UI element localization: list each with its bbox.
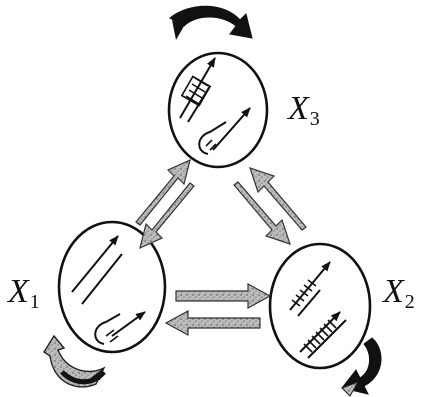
transition-x2-to-x1: [164, 309, 261, 337]
node-x1-ellipse: [57, 220, 167, 354]
node-x1: [57, 220, 167, 354]
label-x1-letter: X: [8, 273, 29, 310]
transition-x3-to-x2: [233, 181, 291, 245]
node-x3-strand-upper: [179, 57, 216, 123]
node-x1-strand-lower: [94, 311, 146, 345]
node-x2-strand-lower: [299, 311, 347, 359]
self-loop-x2: [341, 337, 382, 397]
label-x1-index: 1: [29, 291, 40, 313]
transition-x1-to-x2: [175, 282, 272, 310]
label-x3-index: 3: [309, 108, 320, 130]
transition-x2-to-x3: [249, 167, 307, 231]
transition-x3-to-x1: [139, 182, 195, 250]
label-x1: X1: [8, 273, 40, 313]
label-x3: X3: [288, 90, 320, 130]
node-x3: [167, 51, 269, 169]
node-x2-strand-upper: [289, 261, 331, 317]
node-x2-ellipse: [268, 242, 372, 370]
transition-x1-to-x3: [135, 158, 191, 226]
label-x2-letter: X: [383, 273, 404, 310]
self-loop-x1: [43, 334, 106, 388]
self-loop-x3: [169, 5, 253, 40]
node-x3-strand-lower: [198, 107, 251, 155]
label-x2: X2: [383, 273, 415, 313]
node-x1-strand-upper: [71, 235, 123, 305]
node-x3-ellipse: [167, 51, 269, 169]
node-x2: [268, 242, 372, 370]
label-x3-letter: X: [288, 90, 309, 127]
label-x2-index: 2: [404, 291, 415, 313]
